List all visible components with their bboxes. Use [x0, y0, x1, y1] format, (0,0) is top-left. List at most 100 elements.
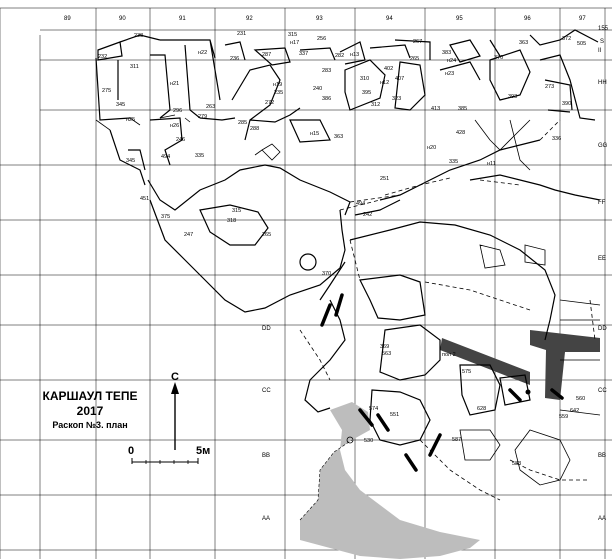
column-label: 89	[64, 16, 71, 22]
feature-number: н13	[350, 52, 359, 58]
row-label: GG	[598, 143, 608, 149]
feature-number: 372	[562, 36, 571, 42]
feature-number: 273	[545, 84, 554, 90]
title-line-3: Раскоп №3. план	[52, 420, 127, 430]
feature-number: 335	[195, 153, 204, 159]
column-label: 96	[524, 16, 531, 22]
title-line-1: КАРШАУЛ ТЕПЕ	[43, 389, 138, 403]
feature-number: н22	[198, 50, 207, 56]
feature-number: 551	[390, 412, 399, 418]
feature-number: 628	[477, 406, 486, 412]
row-label: EE	[598, 256, 606, 262]
row-label: HH	[598, 80, 607, 86]
column-label: 93	[316, 16, 323, 22]
feature-number: 251	[380, 176, 389, 182]
feature-number: пол 2	[442, 352, 456, 358]
feature-number: 559	[559, 414, 568, 420]
row-label: II	[598, 48, 602, 54]
column-label: 97	[579, 16, 586, 22]
north-arrow: С	[171, 371, 179, 450]
feature-number: 335	[449, 159, 458, 165]
feature-number: 236	[230, 56, 239, 62]
feature-number: 560	[576, 396, 585, 402]
scale-end: 5м	[196, 445, 210, 457]
column-label: 95	[456, 16, 463, 22]
feature-number: 370	[494, 55, 503, 61]
feature-number: 587	[452, 437, 461, 443]
feature-number: 375	[161, 214, 170, 220]
feature-number: 575	[462, 369, 471, 375]
feature-number: 451	[140, 196, 149, 202]
feature-number: 312	[371, 102, 380, 108]
feature-number: 315	[232, 208, 241, 214]
row-label-left: CC	[262, 388, 271, 394]
north-label: С	[171, 371, 179, 383]
feature-number: 247	[184, 232, 193, 238]
feature-number: 583	[512, 461, 521, 467]
row-label-left: AA	[262, 516, 270, 522]
feature-number: 240	[313, 86, 322, 92]
feature-number: 272	[265, 100, 274, 106]
feature-number: 315	[288, 32, 297, 38]
row-label-left: BB	[262, 453, 270, 459]
scale-bar: 0 5м	[128, 445, 210, 464]
feature-number: н20	[427, 145, 436, 151]
column-label: 91	[179, 16, 186, 22]
feature-number: 363	[334, 134, 343, 140]
feature-number: н24	[447, 58, 456, 64]
dark-wall-strip	[440, 330, 600, 400]
feature-number: 669	[0, 0, 9, 2]
feature-number: 494	[161, 154, 170, 160]
feature-number: 265	[410, 56, 419, 62]
feature-number: 369	[380, 344, 389, 350]
column-label: 92	[246, 16, 253, 22]
column-labels: 89 90 91 92 93 94 95 96 97	[64, 16, 586, 22]
feature-number: 363	[519, 40, 528, 46]
lower-walls	[299, 221, 601, 501]
title-line-2: 2017	[77, 404, 104, 418]
column-label: 94	[386, 16, 393, 22]
feature-number: 505	[577, 41, 586, 47]
feature-number: 235	[274, 90, 283, 96]
row-label: FF	[598, 200, 606, 206]
feature-number: 310	[360, 76, 369, 82]
feature-number: 407	[395, 76, 404, 82]
feature-number: 283	[322, 68, 331, 74]
feature-number: н17	[290, 40, 299, 46]
feature-number: н23	[445, 71, 454, 77]
feature-number: 345	[116, 102, 125, 108]
feature-number: н11	[487, 161, 496, 167]
feature-number: н26	[170, 123, 179, 129]
feature-number: 238	[134, 33, 143, 39]
feature-number: 267	[413, 39, 422, 45]
feature-number: н21	[170, 81, 179, 87]
upper-walls	[95, 29, 601, 313]
feature-number: 265	[262, 232, 271, 238]
row-label: CC	[598, 388, 607, 394]
feature-number: 287	[262, 52, 271, 58]
feature-number: 428	[456, 130, 465, 136]
row-label-left: DD	[262, 326, 271, 332]
feature-number: 413	[431, 106, 440, 112]
title-block: КАРШАУЛ ТЕПЕ 2017 Раскоп №3. план	[43, 389, 138, 430]
feature-number: 256	[317, 36, 326, 42]
feature-number: 585	[0, 0, 9, 2]
feature-number: 275	[102, 88, 111, 94]
feature-number: 385	[458, 106, 467, 112]
feature-number: 246	[176, 137, 185, 143]
feature-number: н25	[126, 117, 135, 123]
feature-number: 311	[130, 64, 139, 70]
row-label: DD	[598, 326, 607, 332]
feature-number: 345	[126, 158, 135, 164]
feature-number: 395	[362, 90, 371, 96]
feature-number: 231	[237, 31, 246, 37]
grid-lines	[0, 7, 612, 559]
feature-number: 285	[238, 120, 247, 126]
feature-number: н15	[310, 131, 319, 137]
column-label: 90	[119, 16, 126, 22]
feature-number: 530	[364, 438, 373, 444]
feature-number: 282	[335, 53, 344, 59]
